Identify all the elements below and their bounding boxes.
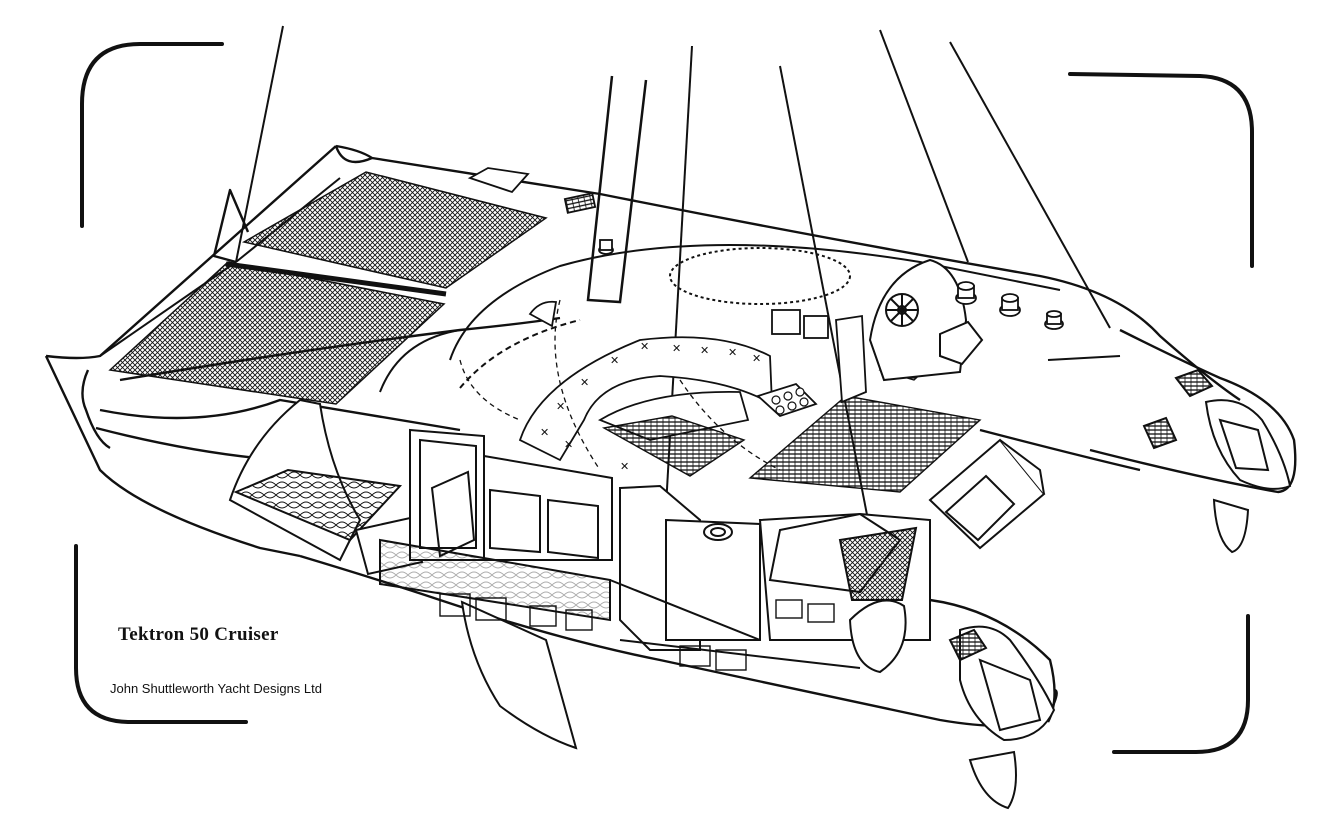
- svg-text:✕: ✕: [564, 439, 573, 451]
- bow-hatch-lower: [1142, 416, 1178, 450]
- construction-lines: [459, 299, 781, 471]
- svg-text:✕: ✕: [556, 401, 565, 413]
- winch-icon: [999, 293, 1021, 317]
- corner-bracket-top-left: [80, 42, 224, 228]
- far-hull-bow: [1142, 368, 1292, 490]
- trampoline-front: [241, 171, 548, 289]
- keel-right-lower: [968, 750, 1017, 810]
- near-hull-cutaway: [228, 398, 931, 674]
- helm-station: [868, 258, 984, 382]
- saloon-dinette: ✕ ✕ ✕ ✕ ✕ ✕ ✕ ✕ ✕ ✕ ✕: [518, 336, 773, 473]
- svg-text:✕: ✕: [620, 461, 629, 473]
- winch-icon: [1044, 310, 1064, 330]
- svg-text:✕: ✕: [752, 353, 761, 365]
- cockpit-panels: [756, 309, 867, 418]
- keels: [460, 498, 1250, 810]
- keel-left: [460, 600, 578, 750]
- anchor-locker: [948, 628, 988, 662]
- drawing-title: Tektron 50 Cruiser: [118, 624, 279, 645]
- svg-text:✕: ✕: [700, 345, 709, 357]
- winch-icon: [955, 281, 977, 305]
- grating-right: [748, 395, 982, 493]
- designer-credit: John Shuttleworth Yacht Designs Ltd: [110, 681, 322, 696]
- svg-text:✕: ✕: [672, 343, 681, 355]
- svg-text:✕: ✕: [610, 355, 619, 367]
- frame-brackets: [74, 42, 1254, 754]
- saloon-settee: [379, 538, 611, 622]
- svg-text:✕: ✕: [640, 341, 649, 353]
- mast: [586, 75, 648, 304]
- trampoline-nets: [108, 171, 548, 405]
- trampoline-rear: [108, 261, 446, 405]
- keel-right-upper: [1212, 498, 1250, 554]
- forward-cabin-floor: [233, 468, 403, 542]
- dinette-x-marks: ✕ ✕ ✕ ✕ ✕ ✕ ✕ ✕ ✕ ✕ ✕: [540, 341, 761, 473]
- svg-text:✕: ✕: [728, 347, 737, 359]
- corner-bracket-bottom-right: [1112, 614, 1250, 754]
- bow-hatch-upper: [1174, 368, 1214, 398]
- svg-text:✕: ✕: [540, 427, 549, 439]
- winch-icon: [598, 239, 614, 255]
- helm-seat: [939, 320, 984, 366]
- coachroof: [379, 243, 1061, 393]
- svg-text:✕: ✕: [580, 377, 589, 389]
- aft-bulkheads: [928, 355, 1121, 550]
- grating-center: [601, 415, 746, 477]
- deck-hatches: [467, 167, 597, 328]
- steering-wheel-icon: [885, 293, 919, 327]
- winches: [598, 239, 1064, 330]
- near-hull-bow: [948, 625, 1056, 742]
- corner-bracket-top-right: [1068, 72, 1254, 268]
- corner-bracket-bottom-left: [74, 544, 248, 724]
